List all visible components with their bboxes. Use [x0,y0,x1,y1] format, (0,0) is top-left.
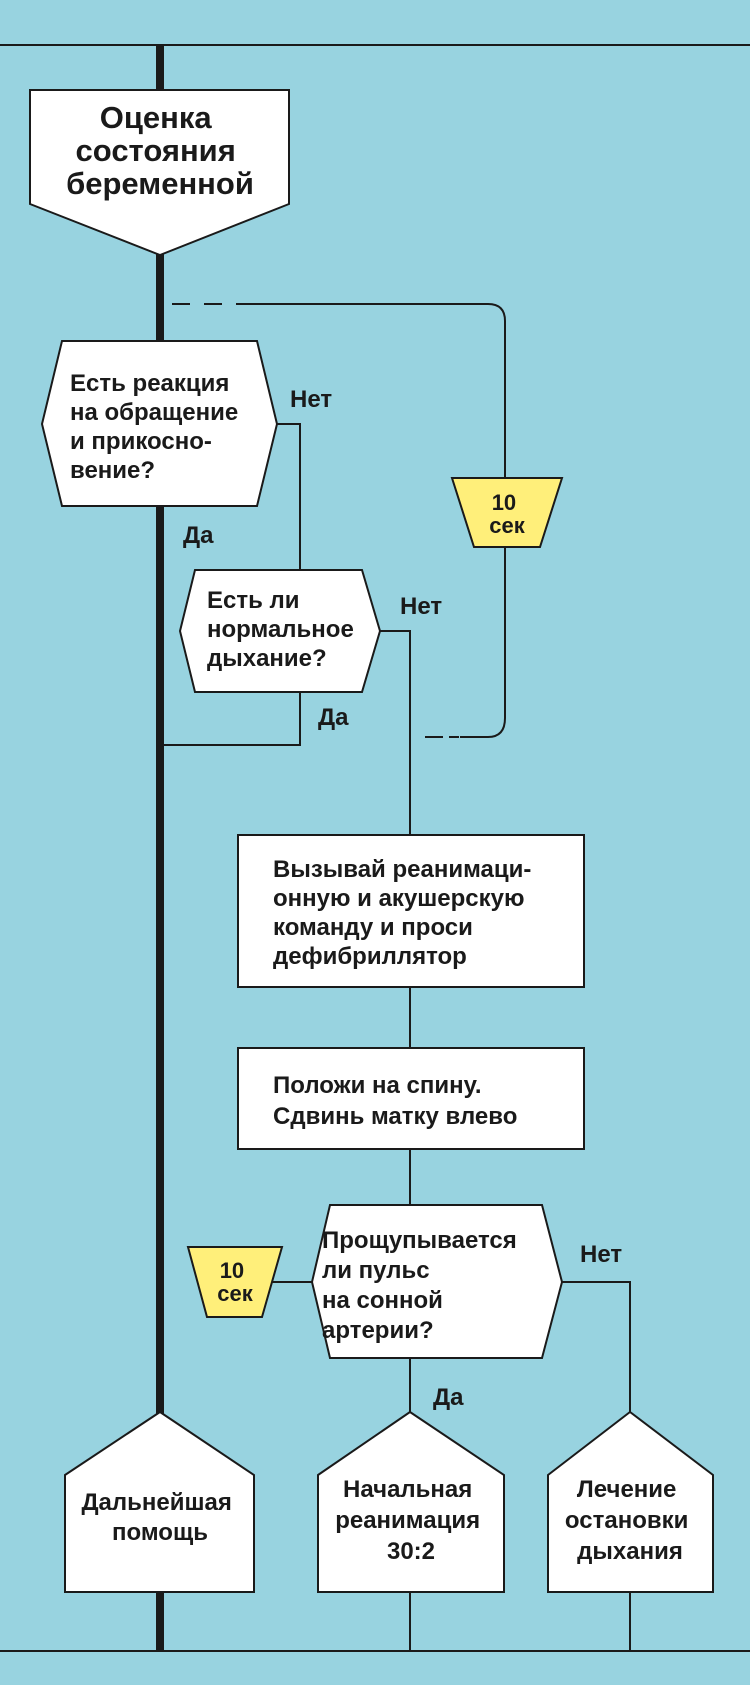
connector-breathing-yes [160,692,301,746]
connector-pulse-no [562,1281,631,1412]
node-q-pulse-text: Прощупывается ли пульс на сонной артерии… [322,1227,523,1344]
label-yes-pulse: Да [433,1384,464,1411]
node-position [237,1047,585,1150]
node-q-response-text: Есть реакция на обращение и прикосно- ве… [70,370,245,484]
node-q-response [40,340,279,507]
label-yes-breathing: Да [318,704,349,731]
node-basic-cpr [317,1410,505,1593]
node-basic-cpr-text: Начальная реанимация 30:2 [335,1476,487,1565]
node-q-pulse [310,1204,564,1359]
node-further-help [64,1410,255,1593]
node-position-text: Положи на спину. Сдвинь матку влево [273,1072,517,1130]
timer-top [450,477,564,548]
timer-top-text: 10 сек [489,490,525,538]
connector-response-no [277,423,301,570]
label-yes-response: Да [183,522,214,549]
node-q-breathing [178,569,382,693]
timer-bottom-text: 10 сек [217,1258,253,1306]
label-no-pulse: Нет [580,1241,622,1268]
label-no-response: Нет [290,386,332,413]
connector-breathing-no [380,630,411,835]
timer-bottom [186,1246,284,1318]
node-assess-text: Оценка состояния беременной [66,100,254,201]
node-resp-arrest [547,1410,714,1593]
label-no-breathing: Нет [400,593,442,620]
node-resp-arrest-text: Лечение остановки дыхания [565,1476,695,1565]
node-call-team-text: Вызывай реанимаци- онную и акушерскую ко… [273,856,538,970]
node-assess [29,89,290,257]
node-call-team [237,834,585,988]
node-further-help-text: Дальнейшая помощь [81,1489,238,1546]
node-q-breathing-text: Есть ли нормальное дыхание? [207,587,360,672]
